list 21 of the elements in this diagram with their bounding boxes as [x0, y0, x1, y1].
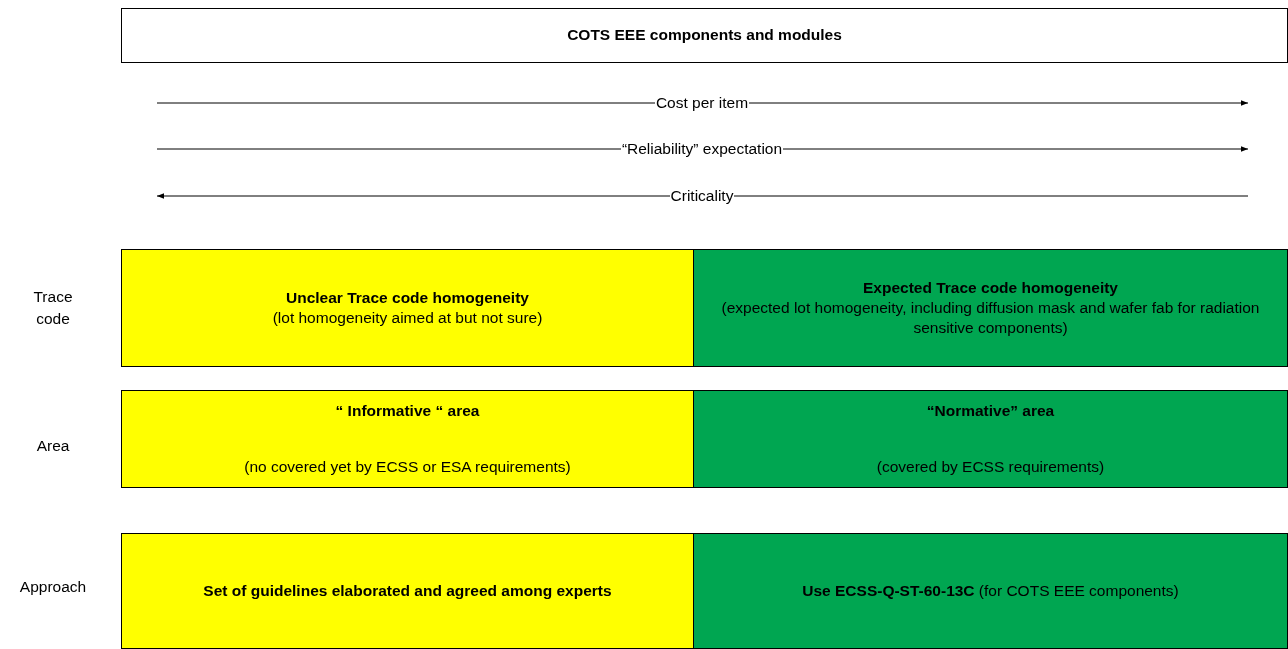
description-text: COTS EEE components and modules	[567, 25, 842, 46]
category-box	[693, 533, 1288, 649]
category-box	[121, 533, 694, 649]
row-label: Approach	[18, 576, 88, 597]
description-text: (expected lot homogeneity, including diffusion mask and wafer fab for radiation sensitive components)	[720, 297, 1261, 339]
heading-text: Unclear Trace code homogeneity	[286, 287, 529, 308]
category-box	[693, 390, 1288, 488]
category-box	[693, 249, 1288, 367]
heading-text: “Normative” area	[926, 401, 1055, 421]
row-label: Area	[35, 435, 71, 456]
category-box	[121, 390, 694, 488]
description-text: (no covered yet by ECSS or ESA requirements)	[244, 456, 571, 477]
description-text: Use ECSS-Q-ST-60-13C (for COTS EEE components)	[802, 580, 1179, 601]
heading-text: “ Informative “ area	[335, 401, 480, 421]
description-text: (lot homogeneity aimed at but not sure)	[272, 308, 543, 328]
title-box	[121, 8, 1288, 63]
heading-text: Expected Trace code homogeneity	[863, 277, 1118, 298]
description-text: (covered by ECSS requirements)	[876, 456, 1105, 477]
description-text: Set of guidelines elaborated and agreed among experts	[203, 580, 612, 601]
category-box	[121, 249, 694, 367]
row-label: Trace code	[32, 286, 74, 329]
